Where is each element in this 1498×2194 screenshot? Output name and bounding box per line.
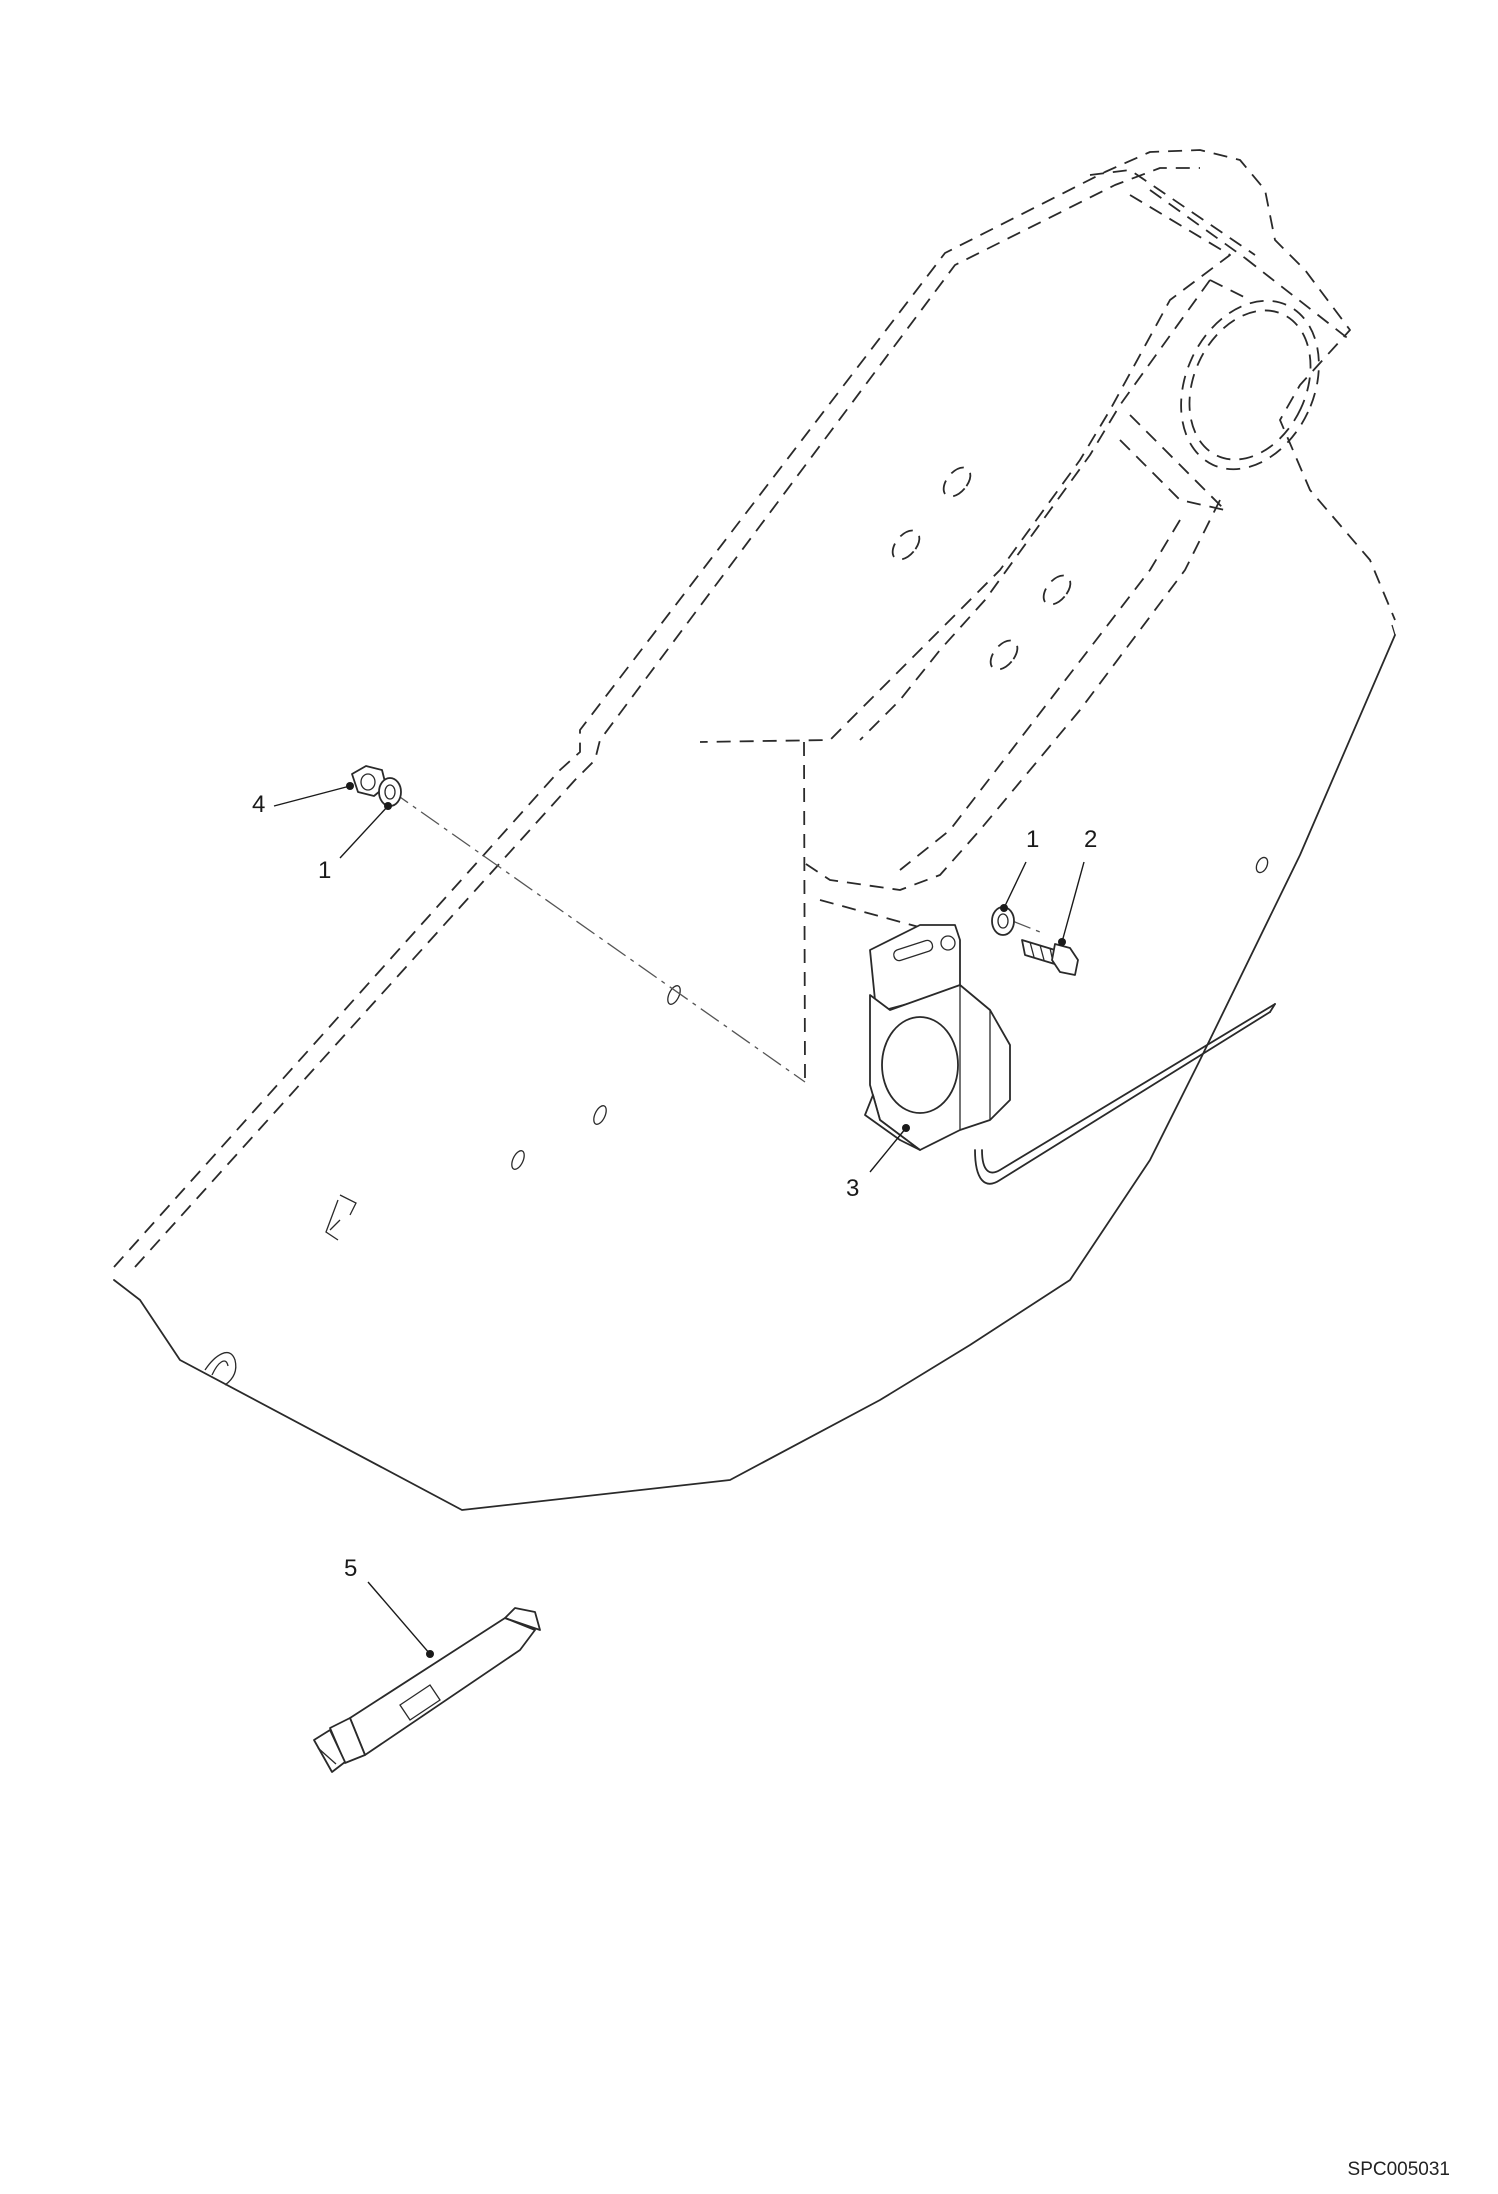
callout-nut-4: 4 [252,782,354,818]
callout-alarm-3: 3 [846,1124,910,1202]
callout-label: 5 [344,1555,357,1582]
callout-label: 1 [1026,826,1039,853]
nut-part [351,765,387,797]
callout-label: 3 [846,1175,859,1202]
bolt-part [1021,939,1079,976]
callout-washer-1-left: 1 [318,802,392,884]
tube-part [313,1607,541,1773]
figure-code: SPC005031 [1348,2159,1450,2180]
callout-label: 2 [1084,826,1097,853]
assembly-centerline [389,789,1041,1083]
backup-alarm-part [864,924,1276,1185]
frame-plate [113,624,1396,1511]
callout-label: 4 [252,791,265,818]
washer-left-part [378,777,402,807]
callout-tube-5: 5 [344,1555,434,1658]
callout-washer-1-right: 1 [1000,826,1039,912]
callout-bolt-2: 2 [1058,826,1097,946]
callout-label: 1 [318,857,331,884]
frame-phantom-outline [113,149,1396,1268]
